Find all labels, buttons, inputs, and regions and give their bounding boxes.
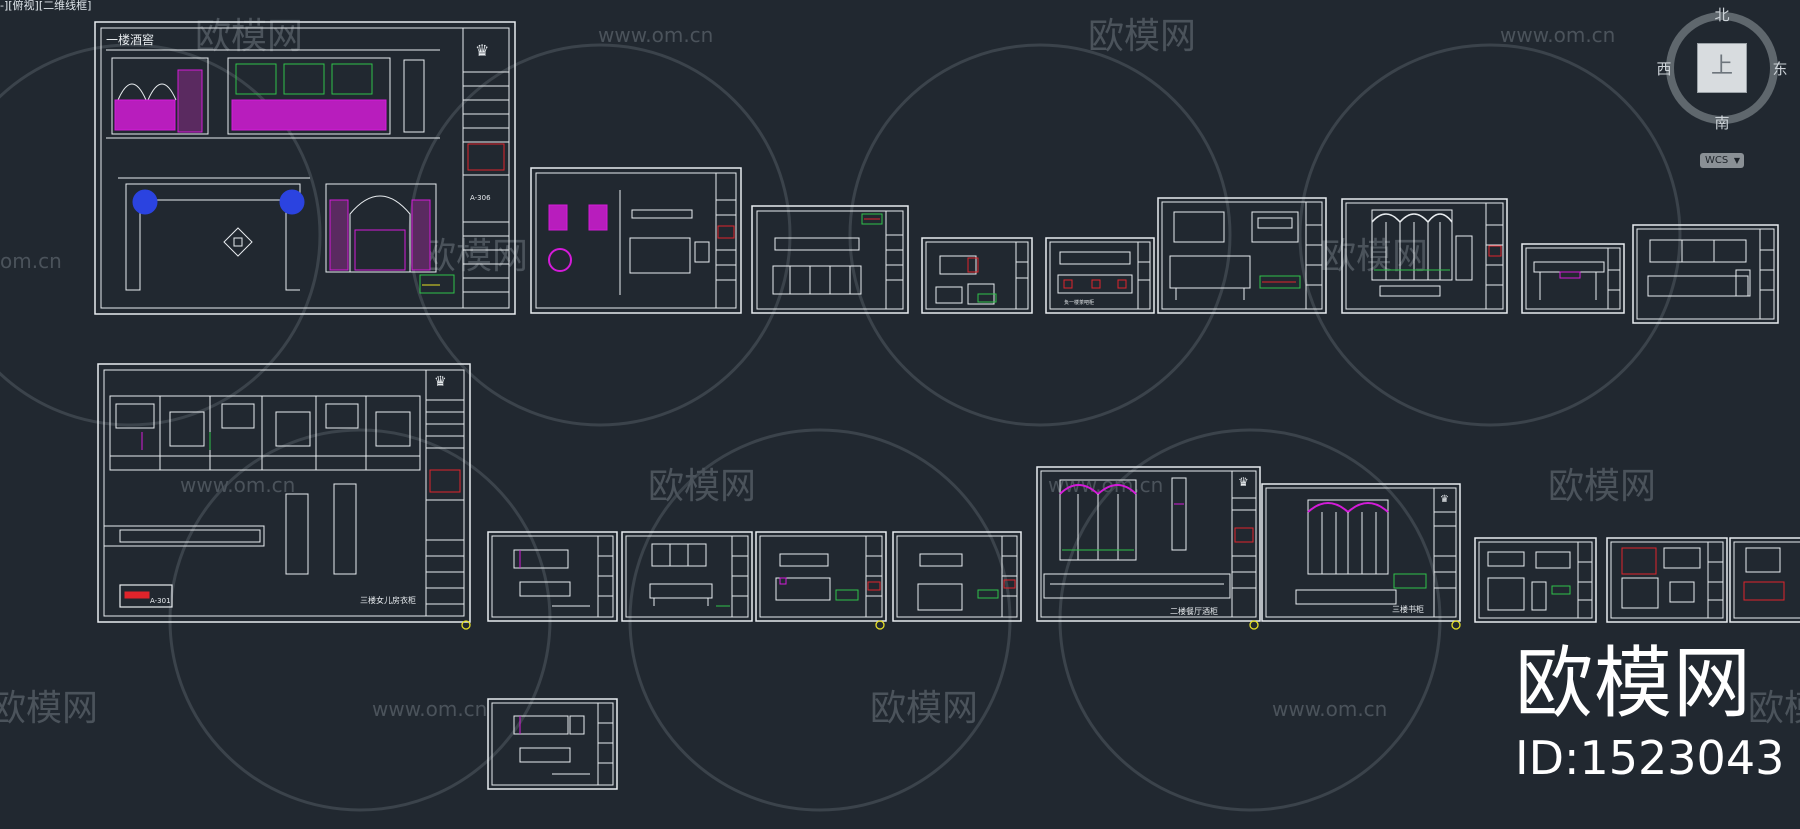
sheet-label-daughter-wardrobe: 三楼女儿房衣柜: [360, 595, 416, 605]
drawing-sheet-13[interactable]: [755, 531, 887, 622]
watermark-brand: 欧模网: [1088, 16, 1196, 57]
drawing-sheet-5[interactable]: 负一楼茶吧柜: [1045, 237, 1155, 314]
watermark-circles: [0, 43, 1682, 812]
brand-overlay: 欧模网 ID:1523043: [1515, 645, 1784, 781]
watermark-url: www.om.cn: [1272, 697, 1387, 721]
svg-text:♛: ♛: [1238, 475, 1249, 489]
compass-south[interactable]: 南: [1714, 114, 1730, 132]
watermark-brand: 欧模网: [420, 236, 528, 277]
wcs-menu-button[interactable]: WCS ▼: [1700, 153, 1744, 168]
drawing-sheet-dining-wine-cabinet[interactable]: ♛ 二楼餐厅酒柜: [1036, 466, 1261, 622]
drawing-sheet-11[interactable]: [487, 531, 618, 622]
brand-name: 欧模网: [1515, 639, 1753, 729]
watermark-url: www.om.cn: [1500, 23, 1615, 47]
compass-north[interactable]: 北: [1714, 6, 1730, 24]
watermark-url: www.om.cn: [1048, 473, 1163, 497]
drawing-sheet-study-bookcase[interactable]: ♛ 三楼书柜: [1261, 483, 1461, 622]
watermark-url-short: om.cn: [0, 249, 62, 273]
watermark-url: www.om.cn: [372, 697, 487, 721]
watermark-brand: 欧模网: [1320, 236, 1428, 277]
drawing-sheet-12[interactable]: [621, 531, 753, 622]
watermark-brand: 欧模网: [0, 688, 98, 729]
svg-text:♛: ♛: [1440, 494, 1449, 505]
drawing-sheet-20[interactable]: [487, 698, 618, 790]
viewcube[interactable]: 北 南 西 东 上 WCS ▼: [1640, 0, 1800, 190]
watermark-url: www.om.cn: [180, 473, 295, 497]
svg-text:♛: ♛: [434, 374, 447, 390]
watermark-brand: 欧模网: [870, 688, 978, 729]
drawing-sheet-2[interactable]: [530, 167, 742, 314]
viewcube-top-face[interactable]: 上: [1697, 43, 1747, 93]
drawing-sheet-daughter-wardrobe[interactable]: ♛: [97, 363, 471, 623]
sheet-code: A-306: [470, 194, 491, 202]
brand-id: ID:1523043: [1515, 731, 1785, 785]
sheet-label-dining-wine-cabinet: 二楼餐厅酒柜: [1170, 606, 1218, 616]
viewport-controls-label[interactable]: -][俯视][二维线框]: [0, 0, 92, 12]
drawing-sheet-wine-cellar[interactable]: ♛ 一楼酒窖 A-306: [94, 21, 516, 315]
drawing-sheet-9[interactable]: [1632, 224, 1779, 324]
sheet-code: A-301: [150, 597, 171, 605]
drawing-sheet-6[interactable]: [1157, 197, 1327, 314]
watermark-url: www.om.cn: [598, 23, 713, 47]
watermark-brand: 欧模网: [1748, 688, 1800, 729]
viewcube-ring[interactable]: [1640, 0, 1800, 190]
drawing-sheet-14[interactable]: [892, 531, 1022, 622]
sheet-title-wine-cellar: 一楼酒窖: [106, 32, 154, 47]
drawing-sheet-19[interactable]: [1729, 537, 1800, 623]
sheet-label-tea-bar: 负一楼茶吧柜: [1064, 299, 1094, 306]
drawing-sheet-8[interactable]: [1521, 243, 1625, 314]
sheet-label-study-bookcase: 三楼书柜: [1392, 604, 1424, 614]
drawing-sheet-7[interactable]: [1341, 198, 1508, 314]
watermark-brand: 欧模网: [648, 466, 756, 507]
watermark-brand: 欧模网: [1548, 466, 1656, 507]
grip-markers: [461, 620, 1461, 630]
drawing-sheet-3[interactable]: [751, 205, 909, 314]
svg-text:♛: ♛: [475, 41, 489, 60]
drawing-sheet-17[interactable]: [1474, 537, 1597, 623]
drawing-sheet-4[interactable]: [921, 237, 1033, 314]
drawing-sheet-18[interactable]: [1606, 537, 1728, 623]
compass-west[interactable]: 西: [1656, 60, 1672, 78]
compass-east[interactable]: 东: [1772, 60, 1788, 78]
chevron-down-icon: ▼: [1733, 156, 1740, 165]
wcs-label: WCS: [1705, 155, 1729, 166]
